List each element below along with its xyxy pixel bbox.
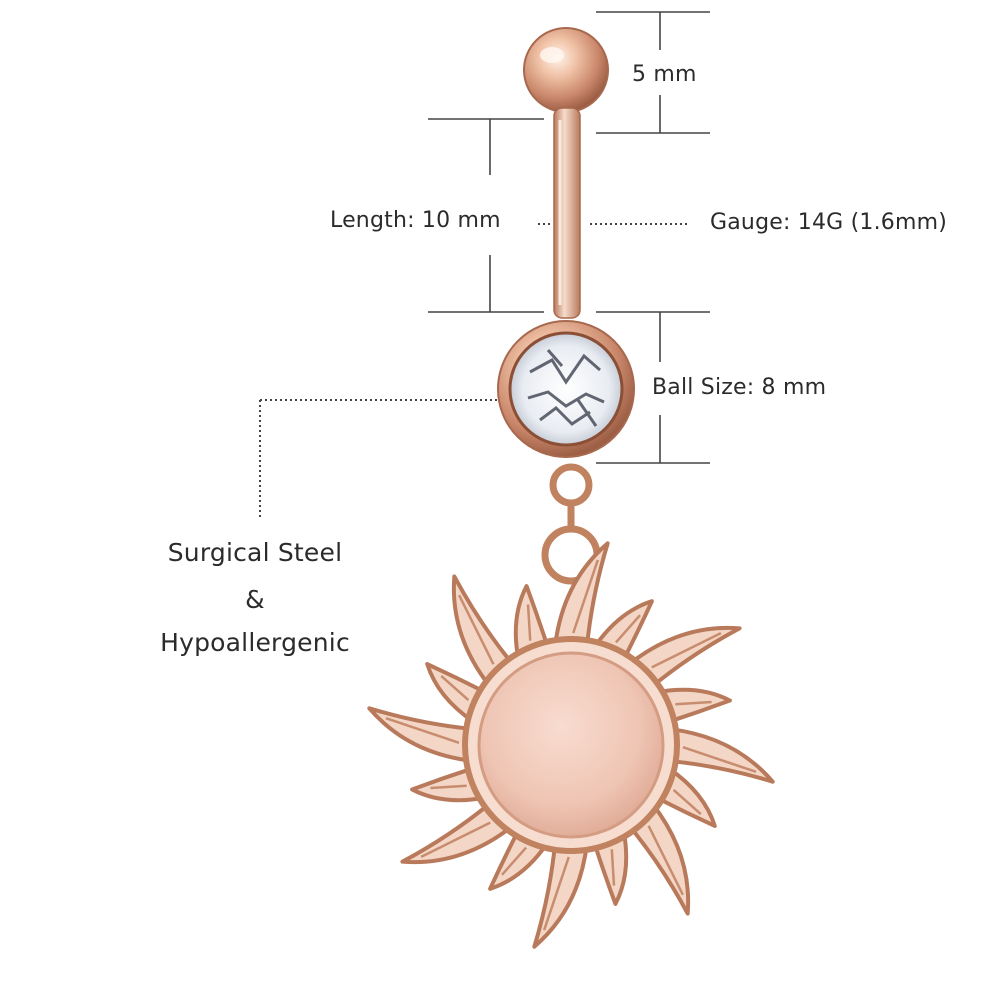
sun-disc <box>477 651 665 839</box>
material-label-line2: & <box>245 585 265 614</box>
gem-stone <box>508 331 624 447</box>
ball-size-label: Ball Size: 8 mm <box>652 375 827 400</box>
connector-links <box>541 463 601 585</box>
top-ball-size-label: 5 mm <box>632 62 697 87</box>
top-ball <box>523 27 609 113</box>
sun-ray <box>532 841 589 949</box>
sun-ray-groove <box>614 614 641 644</box>
sun-ray-groove <box>610 849 616 886</box>
dimension-lines <box>428 11 710 464</box>
sun-ray-groove <box>526 604 532 641</box>
sun-ray <box>667 727 775 784</box>
sun-ray <box>400 801 515 865</box>
length-label: Length: 10 mm <box>330 208 501 233</box>
sun-ray-groove <box>430 784 467 790</box>
sun-ray-groove <box>457 594 495 665</box>
gauge-label: Gauge: 14G (1.6mm) <box>710 210 948 235</box>
sun-ray <box>627 625 742 689</box>
sun-ray-groove <box>385 716 460 744</box>
material-label-line3: Hypoallergenic <box>160 628 350 657</box>
sun-ray <box>367 706 475 763</box>
sun-ray <box>627 801 691 916</box>
sun-ray-groove <box>542 856 570 931</box>
sun-ray-groove <box>675 700 712 706</box>
sun-ray <box>451 574 515 689</box>
sun-ray-groove <box>672 788 702 815</box>
sun-ray-groove <box>420 821 491 859</box>
sun-ray <box>553 541 610 649</box>
material-label-line1: Surgical Steel <box>167 538 343 567</box>
sun-ray-groove <box>647 825 685 896</box>
sun-ray-groove <box>682 746 757 774</box>
dotted-leader-lines <box>259 223 690 520</box>
sun-ray-groove <box>651 631 722 669</box>
barbell-shaft <box>553 107 581 319</box>
sun-ray-groove <box>501 846 528 876</box>
sun-ray-groove <box>572 559 600 634</box>
sun-ray-groove <box>440 675 470 702</box>
